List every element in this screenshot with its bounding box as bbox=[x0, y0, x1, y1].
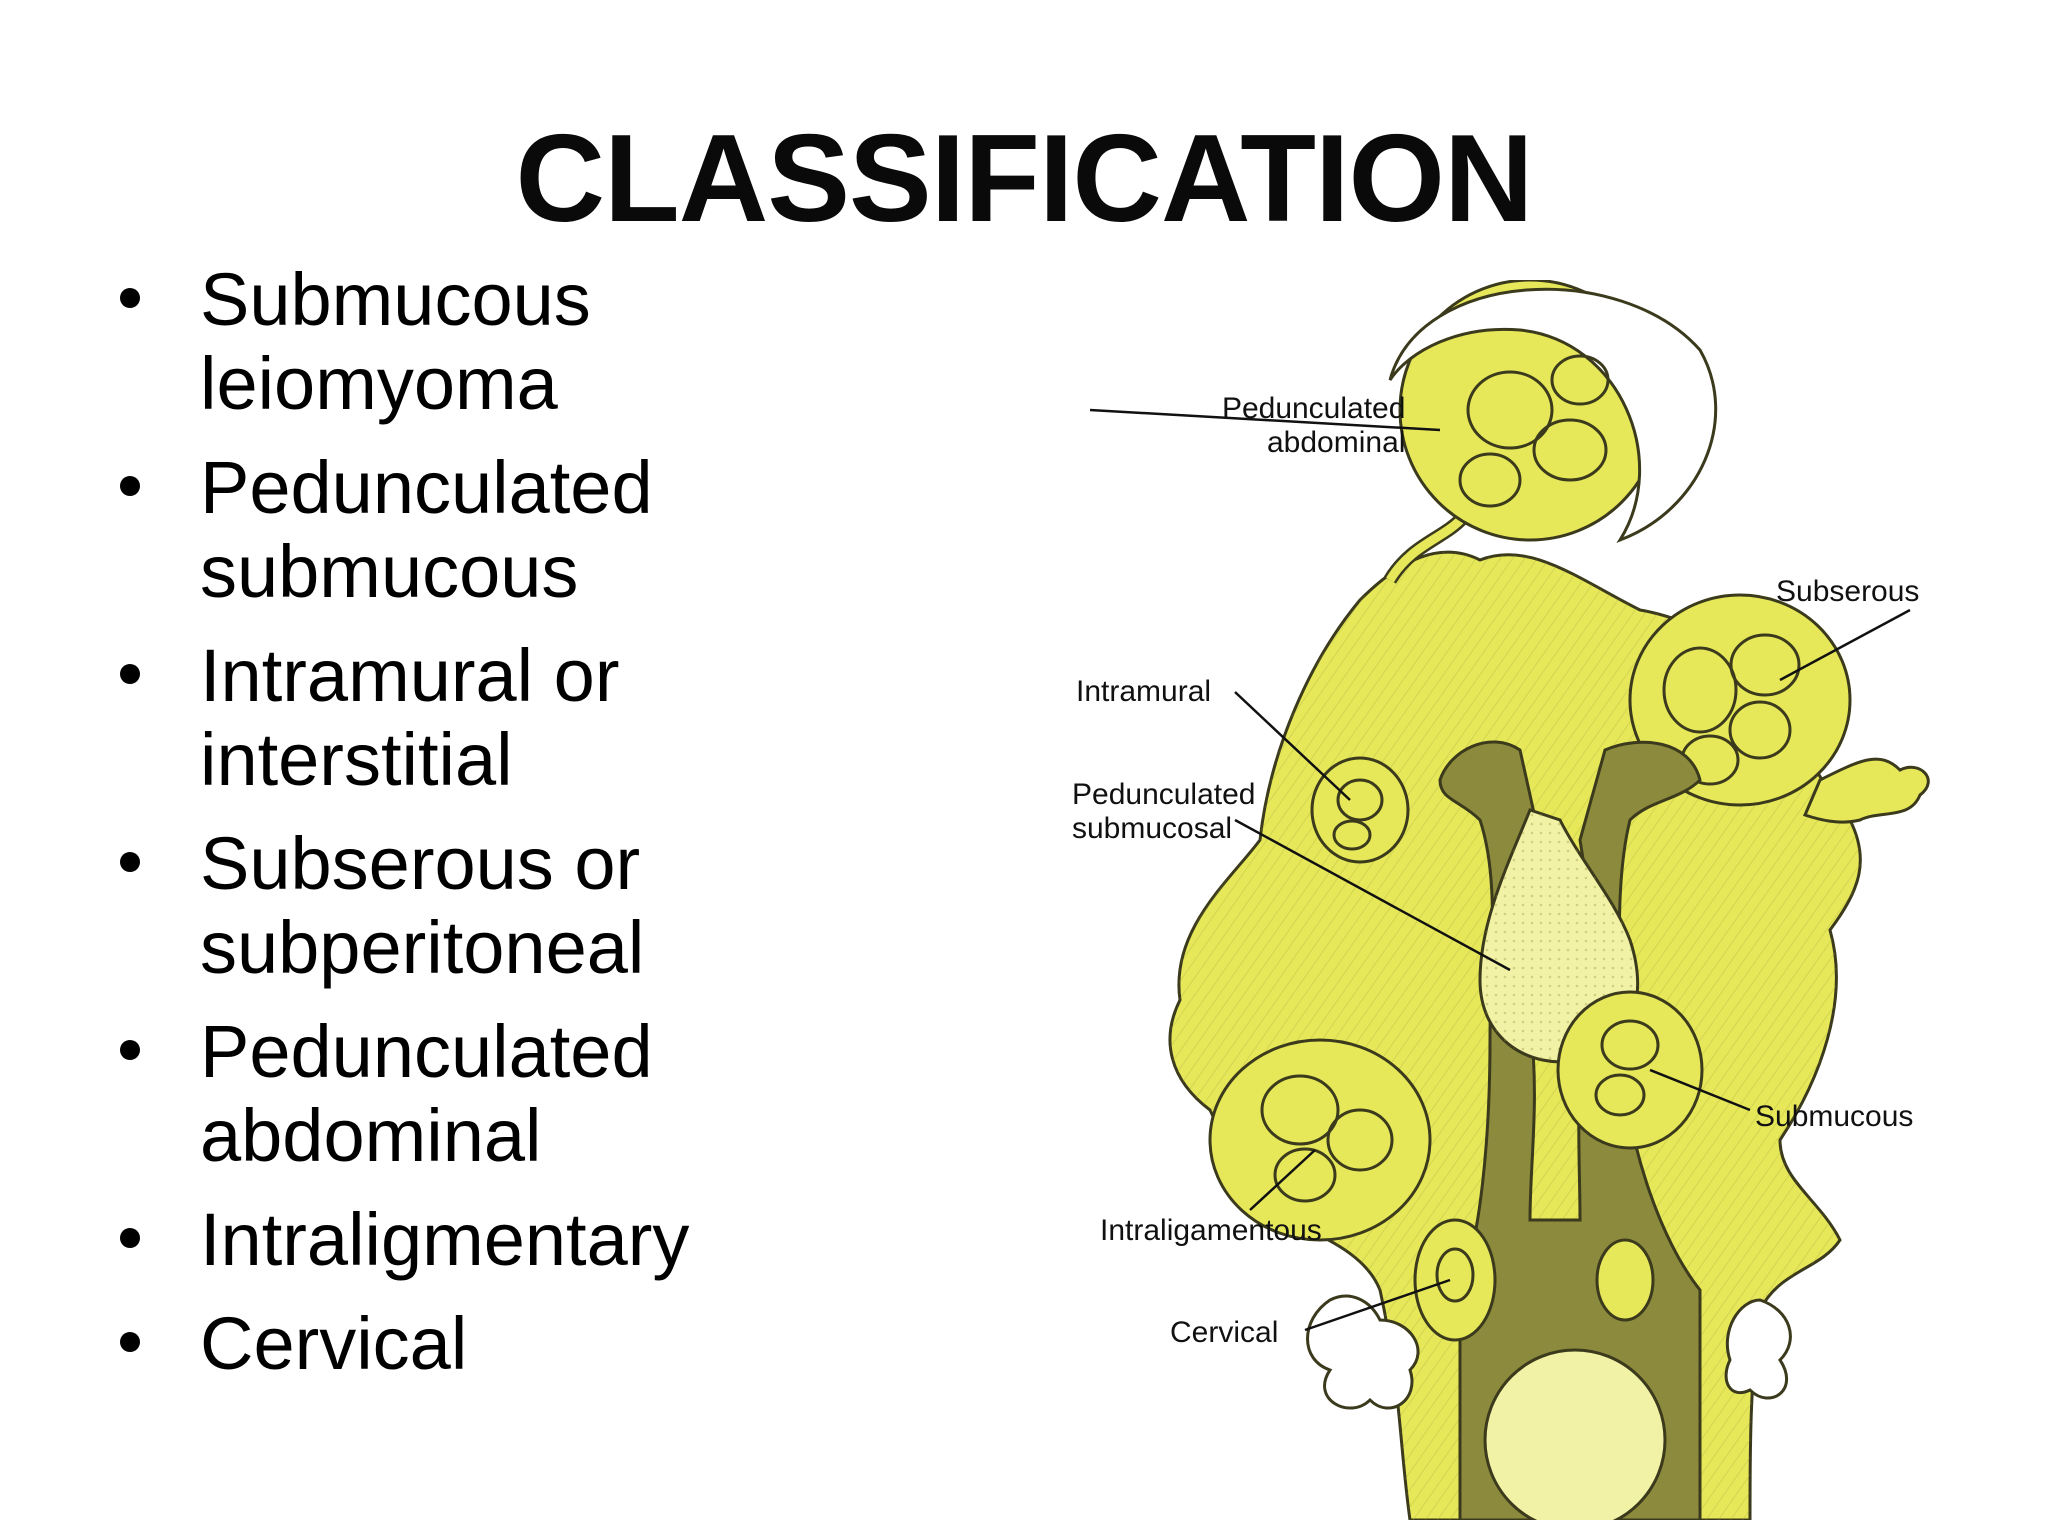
bullet-dot bbox=[120, 1332, 140, 1352]
subserous-nodule bbox=[1628, 593, 1852, 807]
bullet-dot bbox=[120, 288, 140, 308]
label-pedunculated-abdominal: Pedunculated abdominal bbox=[1215, 392, 1406, 460]
leader-submucous bbox=[1649, 1068, 1751, 1112]
bullet-line: Cervical bbox=[200, 1302, 468, 1385]
intraligamentous-whorl-1 bbox=[1260, 1074, 1340, 1146]
bullet-line: Pedunculated bbox=[200, 1010, 653, 1093]
bullet-line: Intramural or bbox=[200, 634, 620, 717]
bullet-dot bbox=[120, 664, 140, 684]
submucous-whorl-1 bbox=[1600, 1019, 1660, 1071]
subserous-whorl-3 bbox=[1728, 700, 1792, 760]
slide-title: CLASSIFICATION bbox=[515, 110, 1534, 248]
fallopian-tube bbox=[1802, 757, 1930, 824]
bullet-line: Intraligmentary bbox=[200, 1198, 690, 1281]
ovary-cluster-right bbox=[1724, 1298, 1792, 1400]
uterine-fibroid-diagram: Pedunculated abdominal Subserous Intramu… bbox=[1060, 280, 1960, 1520]
label-line: Pedunculated bbox=[1072, 778, 1256, 811]
label-submucous: Submucous bbox=[1755, 1100, 1914, 1133]
leader-pedunculated-submucosal bbox=[1234, 818, 1511, 972]
uterus-illustration bbox=[1089, 280, 1930, 1520]
bullet-line: Subserous or bbox=[200, 822, 641, 905]
abdominal-whorl-4 bbox=[1550, 354, 1610, 406]
abdominal-whorl-3 bbox=[1458, 452, 1522, 508]
cervical-nodule bbox=[1413, 1218, 1497, 1342]
intramural-nodule bbox=[1310, 756, 1410, 864]
bullet-dot bbox=[120, 1228, 140, 1248]
bullet-dot bbox=[120, 852, 140, 872]
abdominal-whorl-1 bbox=[1466, 370, 1554, 450]
intramural-whorl bbox=[1336, 778, 1384, 822]
label-intramural: Intramural bbox=[1076, 675, 1212, 708]
intramural-whorl-2 bbox=[1332, 819, 1372, 851]
label-pedunculated-submucosal: Pedunculated submucosal bbox=[1072, 778, 1256, 846]
leader-cervical bbox=[1304, 1278, 1451, 1332]
label-subserous: Subserous bbox=[1776, 575, 1920, 608]
label-line: Pedunculated bbox=[1221, 392, 1406, 425]
subserous-whorl-2 bbox=[1729, 633, 1801, 697]
label-cervical: Cervical bbox=[1170, 1316, 1279, 1349]
intraligamentous-whorl-2 bbox=[1326, 1108, 1394, 1172]
leader-pedunculated-abdominal bbox=[1089, 408, 1441, 432]
bullet-intraligmentary: Intraligmentary bbox=[120, 1198, 900, 1282]
leader-intramural bbox=[1234, 691, 1351, 801]
subserous-whorl-1 bbox=[1662, 646, 1738, 734]
submucous-whorl-2 bbox=[1594, 1073, 1646, 1117]
bullet-line: abdominal bbox=[200, 1094, 542, 1177]
leader-intraligamentous bbox=[1249, 1149, 1316, 1211]
cervical-canal-nodule bbox=[1595, 1238, 1655, 1322]
bullet-dot bbox=[120, 1040, 140, 1060]
abdominal-whorl-2 bbox=[1532, 418, 1608, 482]
label-line: submucosal bbox=[1072, 812, 1233, 845]
intraligamentous-whorl-3 bbox=[1273, 1147, 1337, 1203]
leader-subserous bbox=[1779, 608, 1911, 682]
bullet-line: Submucous bbox=[200, 258, 591, 341]
bullet-line: leiomyoma bbox=[200, 342, 558, 425]
bullet-line: Pedunculated bbox=[200, 446, 653, 529]
bullet-line: subperitoneal bbox=[200, 906, 645, 989]
bullet-cervical: Cervical bbox=[120, 1302, 900, 1386]
bullet-line: submucous bbox=[200, 530, 579, 613]
cervical-whorl bbox=[1435, 1247, 1475, 1303]
ovary-cluster bbox=[1306, 1294, 1420, 1410]
label-intraligamentous: Intraligamentous bbox=[1100, 1214, 1322, 1247]
bullet-dot bbox=[120, 476, 140, 496]
serosa-cap bbox=[1388, 287, 1718, 543]
bullet-line: interstitial bbox=[200, 718, 513, 801]
label-line: abdominal bbox=[1267, 426, 1406, 459]
cervix-bulge bbox=[1483, 1348, 1667, 1520]
